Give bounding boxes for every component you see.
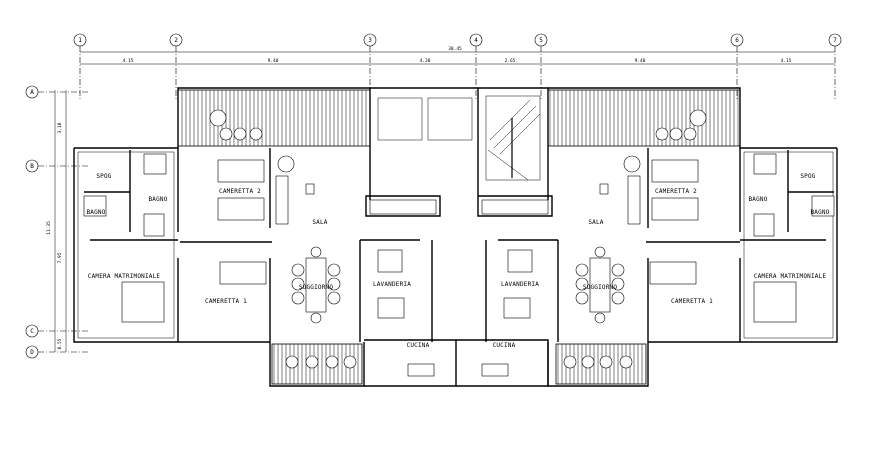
- column-axis-label-5: 5: [539, 37, 543, 44]
- dim-row-4: 0.55: [57, 338, 63, 349]
- column-axis-bubble-4: [469, 33, 483, 47]
- room-label-cameretta-2-r: CAMERETTA 2: [655, 188, 697, 195]
- dim-bay-6: 4.15: [781, 58, 792, 64]
- column-axis-bubble-5: [534, 33, 548, 47]
- room-label-cucina-r: CUCINA: [493, 342, 516, 349]
- row-axis-label-A: A: [30, 89, 34, 96]
- room-label-lavanderia: LAVANDERIA: [373, 281, 411, 288]
- column-axis-label-1: 1: [78, 37, 82, 44]
- row-axis-bubble-A: [25, 85, 39, 99]
- room-label-soggiorno: SOGGIORNO: [299, 284, 333, 291]
- room-label-sala-r: SALA: [588, 219, 603, 226]
- room-label-soggiorno-r: SOGGIORNO: [583, 284, 617, 291]
- left-dimension-chain: [54, 90, 67, 352]
- bath-fixtures: [83, 153, 835, 237]
- room-label-cameretta-2: CAMERETTA 2: [219, 188, 261, 195]
- column-axis-bubble-7: [828, 33, 842, 47]
- column-axis-label-2: 2: [174, 37, 178, 44]
- row-axis-label-D: D: [30, 349, 34, 356]
- room-label-sala: SALA: [312, 219, 327, 226]
- inner-lines: [77, 95, 834, 339]
- room-label-bagno-a-r: BAGNO: [748, 196, 767, 203]
- room-label-cameretta-1: CAMERETTA 1: [205, 298, 247, 305]
- column-axes: 1 2 3 4 5 6 7: [73, 33, 842, 100]
- furniture-right: [481, 109, 797, 377]
- column-axis-label-6: 6: [735, 37, 739, 44]
- furniture-left: [121, 109, 437, 377]
- row-axis-bubble-C: [25, 324, 39, 338]
- room-label-bagno-a: BAGNO: [148, 196, 167, 203]
- dim-bay-5: 9.40: [635, 58, 646, 64]
- column-axis-label-7: 7: [833, 37, 837, 44]
- room-label-spogliatoio: SPOG: [96, 173, 111, 180]
- room-label-matrimoniale-r: CAMERA MATRIMONIALE: [754, 273, 827, 280]
- dim-row-3: 7.95: [57, 252, 63, 263]
- dim-bay-3: 4.30: [420, 58, 431, 64]
- row-axes: A B C D: [25, 85, 90, 359]
- balcony-left-top: [177, 89, 371, 147]
- room-label-lavanderia-r: LAVANDERIA: [501, 281, 539, 288]
- column-axis-bubble-3: [363, 33, 377, 47]
- staircase: [487, 99, 541, 181]
- room-label-spogliatoio-r: SPOG: [800, 173, 815, 180]
- column-axis-bubble-2: [169, 33, 183, 47]
- column-axis-bubble-1: [73, 33, 87, 47]
- dim-bay-1: 4.15: [123, 58, 134, 64]
- row-axis-label-B: B: [30, 163, 34, 170]
- room-label-matrimoniale: CAMERA MATRIMONIALE: [88, 273, 161, 280]
- room-label-cucina: CUCINA: [407, 342, 430, 349]
- room-label-bagno-b-r: BAGNO: [810, 209, 829, 216]
- room-label-cameretta-1-r: CAMERETTA 1: [671, 298, 713, 305]
- column-axis-label-4: 4: [474, 37, 478, 44]
- dim-row-1: 3.10: [57, 122, 63, 133]
- column-axis-label-3: 3: [368, 37, 372, 44]
- row-axis-bubble-D: [25, 345, 39, 359]
- balcony-right-top: [547, 89, 741, 147]
- room-label-bagno-b: BAGNO: [86, 209, 105, 216]
- dim-row-2: 11.35: [46, 221, 52, 235]
- row-axis-label-C: C: [30, 328, 34, 335]
- walls: [73, 87, 838, 387]
- row-axis-bubble-B: [25, 159, 39, 173]
- dim-total: 30.45: [448, 46, 462, 52]
- dim-bay-4: 2.65: [505, 58, 516, 64]
- dim-bay-2: 9.40: [268, 58, 279, 64]
- column-axis-bubble-6: [730, 33, 744, 47]
- top-dimension-chain: [80, 51, 835, 65]
